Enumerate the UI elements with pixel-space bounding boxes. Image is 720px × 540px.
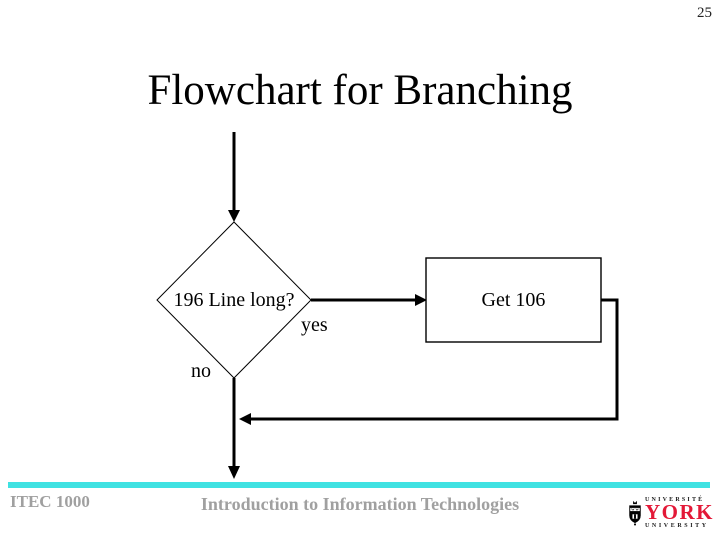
yes-arrowhead-icon: [415, 294, 427, 306]
logo-bottom-text: UNIVERSITY: [645, 523, 709, 529]
page-number: 25: [697, 5, 712, 21]
process-node-label: Get 106: [481, 289, 546, 311]
exit-arrowhead-icon: [228, 466, 240, 479]
page-title: Flowchart for Branching: [147, 67, 573, 114]
footer-course-code: ITEC 1000: [10, 492, 90, 511]
decision-node-label: 196 Line long?: [173, 289, 295, 311]
logo-top-text: UNIVERSITÉ: [645, 497, 705, 503]
york-university-logo: W W UNIVERSITÉ YORK UNIVERSITY: [628, 492, 714, 534]
svg-text:W W: W W: [631, 508, 639, 512]
no-branch-label: no: [191, 360, 211, 382]
loopback-arrowhead-icon: [239, 413, 251, 425]
entry-arrowhead-icon: [228, 210, 240, 222]
yes-branch-label: yes: [301, 314, 328, 336]
footer-course-title: Introduction to Information Technologies: [200, 494, 520, 514]
logo-main-text: YORK: [645, 500, 714, 524]
footer-divider: [8, 482, 710, 488]
york-logo-wordmark: UNIVERSITÉ YORK UNIVERSITY: [645, 497, 714, 529]
york-shield-icon: W W: [629, 500, 641, 526]
loopback-flow-line: [251, 298, 619, 421]
